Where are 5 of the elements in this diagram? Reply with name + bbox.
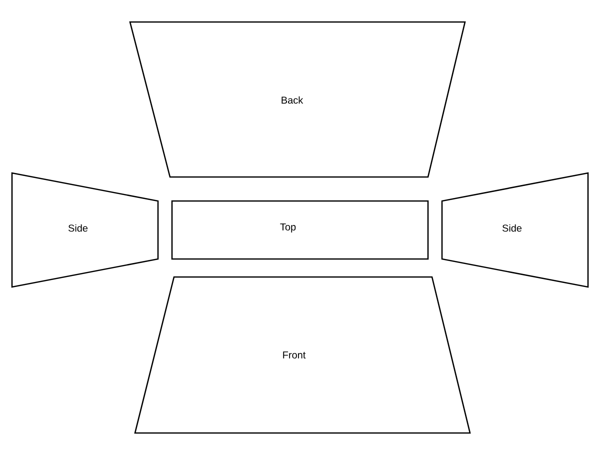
trapezoid-panel: Front xyxy=(134,276,471,434)
trapezoid-panel: Back xyxy=(129,21,466,178)
side-panel: Side xyxy=(11,172,159,288)
rectangle-panel: Top xyxy=(171,200,429,260)
side-panel: Side xyxy=(441,172,589,288)
